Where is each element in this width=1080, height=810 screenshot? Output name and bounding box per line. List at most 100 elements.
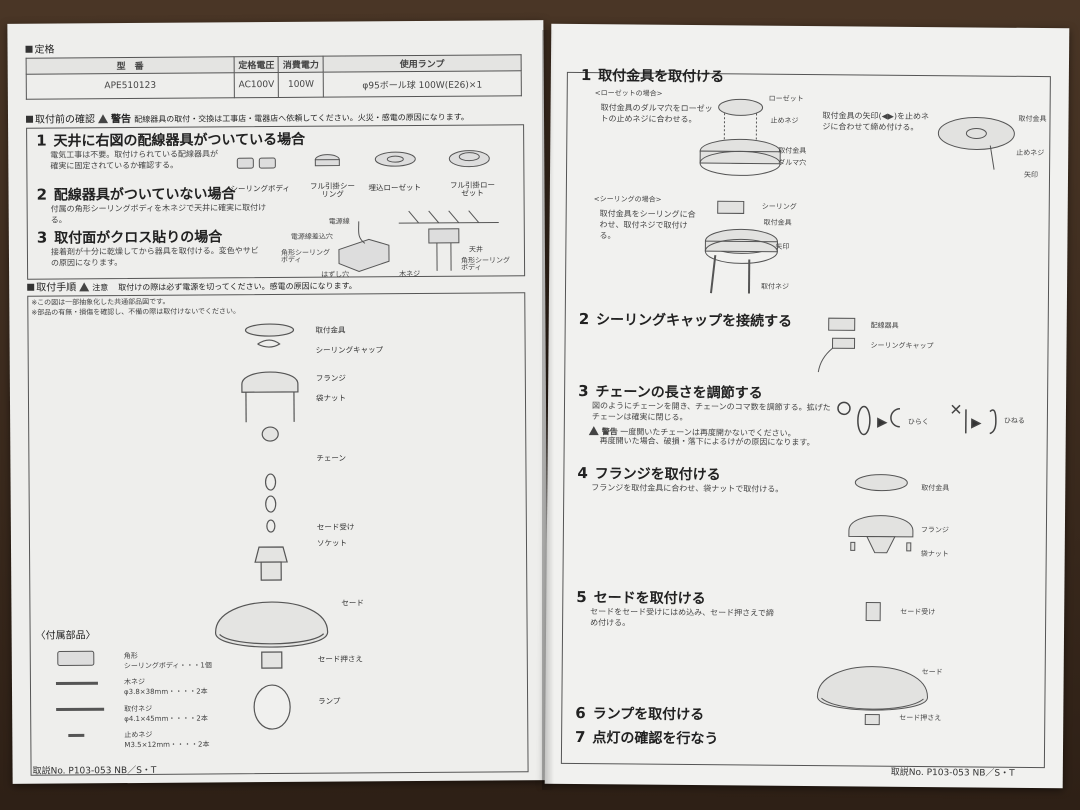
book-spine-shadow: [542, 30, 554, 790]
label-twist: ひねる: [1003, 416, 1025, 425]
label-flange: フランジ: [315, 373, 346, 383]
acc-3-spec: φ4.1×45mm・・・・2本: [124, 714, 208, 724]
rosette-case-desc: 取付金具のダルマ穴をローゼットの止めネジに合わせる。: [600, 103, 713, 125]
step-5-desc: セードをセード受けにはめ込み、セード押さえで締め付ける。: [590, 607, 774, 628]
label-mount-bracket-r: 取付金具: [778, 146, 807, 155]
case-3-desc: 接着剤が十分に乾燥してから器具を取付ける。変色やサビの原因になります。: [50, 246, 259, 268]
shade-illustration: [816, 602, 928, 726]
step-6-title: 6 ランプを取付ける: [575, 703, 705, 724]
label-shade-holder: セード受け: [316, 522, 355, 532]
rosette-illustration: [699, 98, 781, 176]
warning-icon-2: [588, 426, 599, 436]
label-shade-retainer: セード押さえ: [317, 654, 363, 664]
step-1-title: 1 取付金具を取付ける: [580, 66, 725, 86]
label-power-wire: 電源線: [328, 217, 350, 226]
label-bracket-4: 取付金具: [921, 484, 950, 493]
fixture-label-ceiling-body: シーリングボディ: [230, 183, 291, 194]
spec-header-voltage: 定格電圧: [233, 56, 279, 73]
fixture-label-full-rosette: フル引掛ローゼット: [449, 180, 496, 198]
label-arrow: 矢印: [1023, 170, 1039, 180]
label-shade-r: セード: [921, 668, 943, 677]
label-release-hole: はずし穴: [321, 270, 350, 279]
acc-2-spec: φ3.8×38mm・・・・2本: [123, 687, 208, 697]
warning-icon: [97, 114, 109, 124]
note-1: ※この図は一部抽象化した共通部品図です。: [31, 297, 170, 307]
label-cap-nut-r: 袋ナット: [920, 549, 949, 559]
spec-header-power: 消費電力: [278, 56, 324, 73]
ceiling-cap-illustration: [817, 317, 856, 373]
accessories-heading: 〈付属部品〉: [35, 630, 96, 642]
spec-model: APE510123: [26, 72, 235, 100]
step-2-title: 2 シーリングキャップを接続する: [578, 310, 793, 330]
label-wood-screw: 木ネジ: [399, 270, 421, 279]
case-1-desc: 電気工事は不要。取付けられている配線器具が確実に固定されているか確認する。: [50, 149, 219, 171]
label-square-body-2: 角形シーリングボディ: [460, 256, 511, 272]
label-bracket-3: 取付金具: [763, 218, 792, 227]
rosette-case-heading: <ローゼットの場合>: [594, 89, 663, 98]
right-footer: 取説No. P103-053 NB／S・T: [890, 767, 1015, 779]
step-7-title: 7 点灯の確認を行なう: [575, 727, 719, 748]
fixture-illustrations: [236, 150, 490, 169]
fixture-label-full-ceiling: フル引掛シーリング: [309, 181, 356, 199]
label-bracket-2: 取付金具: [1018, 114, 1047, 124]
bracket-top-illustration: [937, 116, 1015, 170]
label-ceiling-cap: シーリングキャップ: [315, 345, 384, 355]
ceiling-case-desc: 取付金具をシーリングに合わせ、取付ネジで取付ける。: [599, 209, 696, 241]
arrow-note-desc: 取付金具の矢印(◀▶)を止めネジに合わせて締め付ける。: [822, 111, 930, 132]
label-wire-hole: 電源線差込穴: [290, 232, 333, 241]
spec-power: 100W: [278, 72, 324, 98]
acc-1-name: 角形: [123, 651, 138, 661]
label-open: ひらく: [907, 417, 929, 427]
step-5-title: 5 セードを取付ける: [576, 587, 706, 608]
label-ceiling-cap-r: シーリングキャップ: [870, 341, 934, 351]
step-3-desc: 図のようにチェーンを開き、チェーンのコマ数を調節する。拡げたチェーンは確実に閉じ…: [591, 401, 831, 422]
step-4-title: 4 フランジを取付ける: [577, 463, 721, 484]
spec-header-model: 型 番: [26, 56, 235, 75]
ceiling-case-heading: <シーリングの場合>: [593, 195, 662, 204]
procedure-heading: 取付手順注意 取付けの際は必ず電源を切ってください。感電の原因になります。: [27, 280, 357, 294]
label-shade: セード: [341, 598, 364, 608]
spec-lamp: φ95ボール球 100W(E26)×1: [323, 70, 522, 98]
label-socket: ソケット: [316, 538, 348, 548]
acc-4-spec: M3.5×12mm・・・・2本: [124, 740, 210, 750]
flange-illustration: [848, 474, 914, 554]
label-shade-holder-r: セード受け: [900, 607, 936, 617]
label-stop-screw: 止めネジ: [770, 116, 799, 125]
step-3-title: 3 チェーンの長さを調節する: [578, 382, 763, 402]
label-mount-screw: 取付ネジ: [761, 282, 790, 291]
right-page: 1 取付金具を取付ける <ローゼットの場合> 取付金具のダルマ穴をローゼットの止…: [544, 23, 1070, 789]
spec-header-lamp: 使用ランプ: [323, 54, 522, 73]
ceiling-body-illustration: [338, 210, 499, 272]
label-wiring-device: 配線器具: [870, 321, 899, 330]
left-page: 定格 型 番 定格電圧 消費電力 使用ランプ APE510123 AC100V …: [7, 20, 549, 784]
label-rosette: ローゼット: [768, 94, 804, 103]
label-ceiling: 天井: [468, 245, 483, 254]
label-ceiling-r: シーリング: [761, 202, 797, 211]
case-3-title: 3 取付面がクロス貼りの場合: [36, 228, 223, 247]
fixture-label-embedded-rosette: 埋込ローゼット: [368, 182, 422, 193]
acc-3-name: 取付ネジ: [124, 704, 153, 714]
chain-link-illustration: [837, 401, 997, 436]
spec-voltage: AC100V: [234, 72, 279, 98]
step-4-desc: フランジを取付金具に合わせ、袋ナットで取付ける。: [591, 483, 784, 494]
label-shade-retainer-r: セード押さえ: [899, 713, 942, 723]
pre-check-heading: 取付前の確認警告 配線器具の取付・交換は工事店・電器店へ依頼してください。火災・…: [25, 112, 469, 126]
label-chain: チェーン: [316, 453, 347, 463]
label-cap-nut: 袋ナット: [315, 393, 347, 403]
label-stop-screw-2: 止めネジ: [1016, 148, 1045, 158]
case-2-title: 2 配線器具がついていない場合: [36, 185, 236, 204]
ceiling-illustration: [704, 200, 778, 294]
spec-heading: 定格: [25, 45, 55, 56]
label-lamp: ランプ: [318, 696, 341, 706]
spec-table: 型 番 定格電圧 消費電力 使用ランプ APE510123 AC100V 100…: [26, 54, 522, 100]
left-footer: 取説No. P103-053 NB／S・T: [32, 765, 157, 777]
label-square-body: 角形シーリングボディ: [280, 248, 330, 264]
label-flange-r: フランジ: [920, 525, 949, 535]
label-keyhole: ダルマ穴: [778, 158, 807, 167]
caution-icon: [79, 282, 90, 292]
accessories-icons: [55, 650, 105, 737]
case-2-desc: 付属の角形シーリングボディを木ネジで天井に確実に取付ける。: [50, 203, 267, 225]
acc-1-spec: シーリングボディ・・・1個: [123, 661, 212, 671]
pendant-assembly-drawing: [215, 323, 329, 730]
